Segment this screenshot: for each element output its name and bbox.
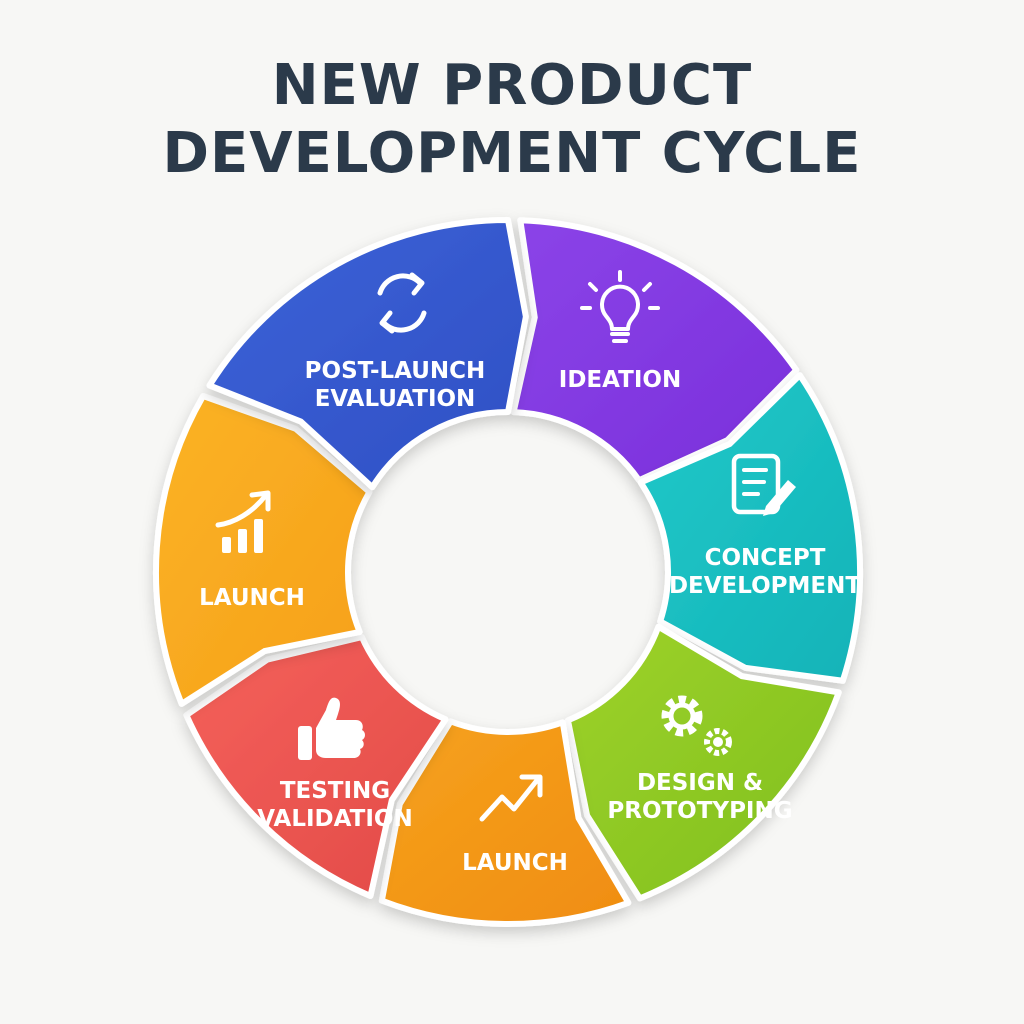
segment-label-launch-left: LAUNCH — [199, 585, 305, 611]
segment-label-launch-bottom: LAUNCH — [462, 850, 568, 876]
segment-shape-design-prototyping — [564, 623, 842, 902]
title-line-2: DEVELOPMENT CYCLE — [162, 121, 862, 186]
segment-label-line: LAUNCH — [199, 585, 305, 611]
segment-ideation: IDEATION — [510, 217, 800, 484]
segment-label-line: VALIDATION — [257, 806, 412, 832]
title-line-1: NEW PRODUCT — [271, 53, 753, 118]
segment-shape-testing-validation — [183, 634, 449, 900]
segment-shape-ideation — [510, 217, 800, 484]
segment-label-line: LAUNCH — [462, 850, 568, 876]
segment-label-design-prototyping: DESIGN &PROTOTYPING — [607, 770, 792, 824]
segment-label-line: EVALUATION — [315, 386, 476, 412]
segment-label-line: PROTOTYPING — [607, 798, 792, 824]
segment-launch-left: LAUNCH — [153, 393, 373, 707]
segment-label-ideation: IDEATION — [559, 367, 681, 393]
segment-label-line: DEVELOPMENT — [669, 573, 861, 599]
segment-shape-concept-development — [637, 372, 863, 684]
segment-shape-launch-bottom — [378, 718, 632, 927]
segment-label-line: DESIGN & — [637, 770, 763, 796]
segment-label-line: POST-LAUNCH — [305, 358, 486, 384]
segment-label-line: CONCEPT — [705, 545, 826, 571]
diagram-title: NEW PRODUCT DEVELOPMENT CYCLE — [0, 52, 1024, 188]
segment-launch-bottom: LAUNCH — [378, 718, 632, 927]
segment-label-line: TESTING — [280, 778, 390, 804]
segment-shape-post-launch-evaluation — [206, 217, 529, 491]
segment-design-prototyping: DESIGN &PROTOTYPING — [564, 623, 842, 902]
segment-label-line: IDEATION — [559, 367, 681, 393]
